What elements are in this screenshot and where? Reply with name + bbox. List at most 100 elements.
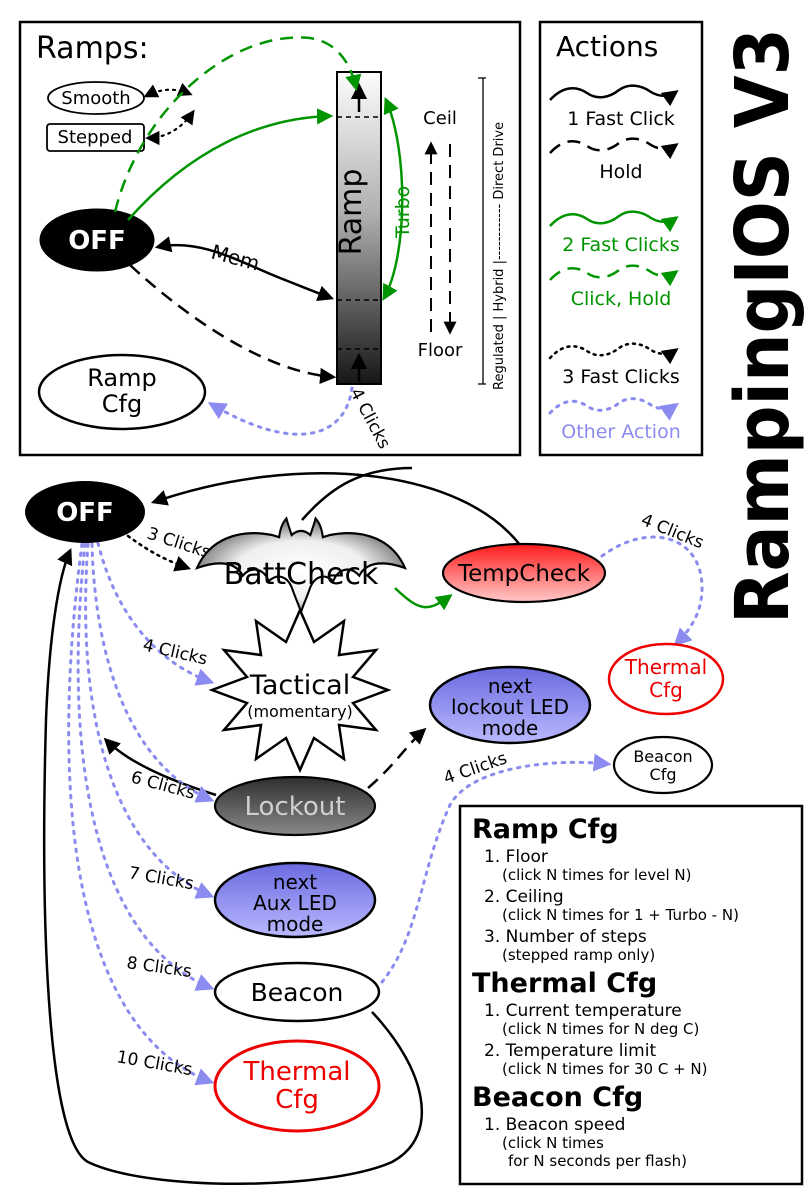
- arrow-battcheck-to-tempcheck: [394, 587, 453, 611]
- legend-item-click-hold: Click, Hold: [549, 264, 679, 310]
- arrow-tempcheck-to-thermalcfg: [600, 535, 704, 647]
- ramp-cfg-item-3: 3. Number of steps: [484, 927, 647, 947]
- state-tempcheck: [441, 542, 607, 604]
- thermal-cfg-upper-label-2: Cfg: [649, 678, 683, 702]
- lockout-led-label-3: mode: [482, 716, 539, 740]
- arrow-off-clickhold: [113, 36, 362, 213]
- legend-label-other-action: Other Action: [561, 421, 681, 443]
- stepped-ramp-label: Stepped: [58, 127, 133, 148]
- thermal-cfg-lower-label-2: Cfg: [275, 1085, 319, 1115]
- legend-line-2-fast-clicks: [549, 210, 679, 233]
- ramp-bar-label: Ramp: [334, 169, 369, 256]
- ramps-panel-border: [18, 20, 522, 457]
- legend-item-2-fast-clicks: 2 Fast Clicks: [549, 210, 680, 256]
- beacon-cfg-heading: Beacon Cfg: [472, 1082, 643, 1113]
- config-panel: Ramp Cfg 1. Floor (click N times for lev…: [458, 804, 804, 1186]
- legend-line-1-fast-click: [549, 84, 679, 107]
- state-beacon-cfg: [612, 735, 714, 795]
- stepped-ramp-node: [46, 123, 145, 152]
- legend-line-3-fast-clicks: [548, 342, 679, 365]
- legend-label-1-fast-click: 1 Fast Click: [567, 108, 675, 130]
- smooth-ramp-node: [47, 81, 145, 115]
- ramp-cfg-label-2: Cfg: [102, 390, 142, 418]
- legend-line-other-action: [548, 397, 679, 421]
- beacon-cfg-item-1-sub: (click N times: [502, 1134, 604, 1152]
- state-beacon: [213, 961, 381, 1023]
- ramp-cfg-item-2: 2. Ceiling: [484, 887, 564, 907]
- ramp-cfg-item-2-sub: (click N times for 1 + Turbo - N): [502, 906, 739, 924]
- arrow-beacon-loop-to-off: [42, 548, 424, 1185]
- aux-led-label-2: Aux LED: [253, 891, 337, 915]
- arrow-off-to-lockout: [90, 542, 215, 803]
- app-title: RampingIOS V3: [720, 28, 806, 624]
- legend-label-3-fast-clicks: 3 Fast Clicks: [562, 366, 680, 388]
- thermal-cfg-heading: Thermal Cfg: [472, 968, 657, 999]
- thermal-cfg-upper-label-1: Thermal: [624, 655, 707, 679]
- actions-panel-border: [538, 20, 704, 457]
- state-lockout: [213, 775, 377, 837]
- drive-axis-label: Regulated | Hybrid |------------ Direct …: [492, 122, 507, 390]
- legend-item-3-fast-clicks: 3 Fast Clicks: [548, 342, 680, 388]
- label-4-clicks-thermal: 4 Clicks: [638, 510, 706, 553]
- legend-line-click-hold: [549, 264, 679, 287]
- state-off-top: [39, 208, 155, 272]
- arrow-toggle-smooth: [143, 82, 193, 98]
- beacon-cfg-label-2: Cfg: [650, 765, 677, 784]
- state-lockout-led-mode: [428, 665, 592, 745]
- legend-label-hold: Hold: [599, 161, 642, 183]
- ramp-cfg-item-3-sub: (stepped ramp only): [502, 946, 655, 964]
- ramps-panel: Ramps: Smooth Stepped OFF Ramp Ceil Floo…: [18, 20, 522, 457]
- legend-item-hold: Hold: [549, 137, 679, 183]
- thermal-cfg-item-2: 2. Temperature limit: [484, 1041, 656, 1061]
- lockout-led-label-2: lockout LED: [451, 695, 569, 719]
- drive-axis-bracket: [478, 77, 486, 385]
- label-8-clicks: 8 Clicks: [125, 953, 193, 982]
- aux-led-label-1: next: [273, 870, 317, 894]
- arrow-ramp-to-rampcfg: [207, 386, 354, 436]
- lockout-label: Lockout: [245, 792, 346, 822]
- ramp-cfg-label-1: Ramp: [87, 364, 156, 392]
- state-aux-led-mode: [213, 861, 377, 939]
- thermal-cfg-item-1-sub: (click N times for N deg C): [502, 1020, 699, 1038]
- arrow-lockout-to-ledmode: [367, 727, 427, 789]
- beacon-cfg-item-1-sub2: for N seconds per flash): [508, 1152, 687, 1170]
- smooth-ramp-label: Smooth: [61, 88, 130, 109]
- tactical-sub-label: (momentary): [247, 702, 353, 721]
- mem-label: Mem: [209, 240, 263, 276]
- arrow-off-to-ceiling-2clicks: [127, 108, 334, 221]
- state-ramp-cfg: [37, 353, 207, 431]
- rampcfg-clicks-label: 4 Clicks: [346, 385, 395, 452]
- off-top-label: OFF: [68, 226, 126, 256]
- legend-label-click-hold: Click, Hold: [571, 288, 672, 310]
- state-battcheck: [195, 516, 407, 616]
- legend-line-hold: [549, 137, 679, 160]
- arrow-off-to-auxled: [84, 542, 215, 899]
- ramp-cfg-item-1-sub: (click N times for level N): [502, 866, 692, 884]
- beacon-label: Beacon: [251, 978, 344, 1007]
- ceil-label: Ceil: [423, 108, 457, 129]
- lockout-led-label-1: next: [488, 674, 532, 698]
- state-diagram: 3 Clicks 4 Clicks 6 Clicks 7 Clicks 8 Cl…: [25, 466, 725, 1185]
- ramp-cfg-item-1: 1. Floor: [484, 847, 548, 867]
- label-6-clicks: 6 Clicks: [129, 768, 198, 804]
- thermal-cfg-item-2-sub: (click N times for 30 C + N): [502, 1060, 708, 1078]
- label-10-clicks: 10 Clicks: [115, 1047, 194, 1080]
- beacon-cfg-item-1: 1. Beacon speed: [484, 1115, 625, 1135]
- arrow-toggle-stepped: [145, 109, 195, 146]
- arrow-tempcheck-to-off: [150, 472, 521, 546]
- arrow-battcheck-to-off: [301, 466, 413, 521]
- floor-label: Floor: [418, 340, 463, 361]
- thermal-cfg-lower-label-1: Thermal: [242, 1057, 350, 1087]
- arrow-off-to-tactical: [96, 541, 215, 686]
- legend-label-2-fast-clicks: 2 Fast Clicks: [562, 234, 680, 256]
- state-thermal-cfg-lower: [213, 1039, 381, 1133]
- legend-item-1-fast-click: 1 Fast Click: [549, 84, 679, 130]
- beacon-cfg-label-1: Beacon: [633, 747, 692, 766]
- state-thermal-cfg-upper: [607, 642, 725, 716]
- legend-item-other-action: Other Action: [548, 397, 681, 443]
- config-panel-border: [458, 804, 804, 1186]
- actions-heading: Actions: [556, 30, 658, 63]
- arrow-off-mem: [154, 236, 335, 302]
